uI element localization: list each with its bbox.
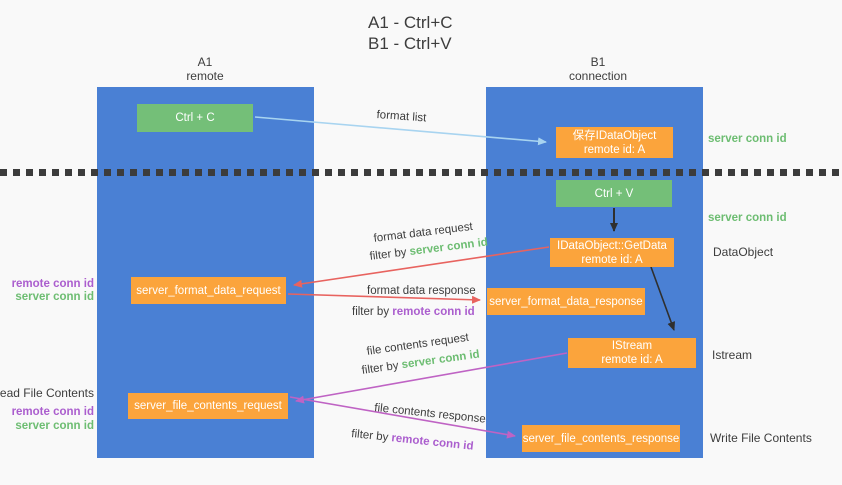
node-server-file-contents-response: server_file_contents_response bbox=[522, 425, 680, 452]
label-filter-format-response: filter by remote conn id bbox=[352, 306, 475, 318]
node-istream-line1: IStream bbox=[611, 340, 653, 352]
label-server-conn-id-left-top: server conn id bbox=[15, 291, 94, 303]
filter-prefix: filter by bbox=[352, 306, 393, 318]
dotted-separator bbox=[0, 169, 842, 176]
column-header-b1: B1 connection bbox=[518, 55, 678, 83]
column-header-a1: A1 remote bbox=[125, 55, 285, 83]
label-format-data-response: format data response bbox=[367, 285, 476, 297]
node-save-idataobject: 保存IDataObject remote id: A bbox=[556, 127, 673, 158]
arrow-file-contents-request bbox=[295, 352, 568, 404]
arrow-format-list bbox=[254, 116, 547, 146]
diagram-title: A1 - Ctrl+C B1 - Ctrl+V bbox=[368, 12, 453, 54]
label-server-conn-id-right-mid: server conn id bbox=[708, 212, 787, 224]
label-write-file-contents: Write File Contents bbox=[710, 431, 812, 445]
column-b1-role: connection bbox=[568, 69, 628, 83]
filter-key-remote-conn-id: remote conn id bbox=[392, 306, 475, 318]
arrow-file-contents-response bbox=[289, 396, 516, 439]
label-istream: Istream bbox=[712, 348, 753, 362]
node-getdata-line2: remote id: A bbox=[581, 253, 643, 266]
arrow-format-data-request bbox=[293, 246, 550, 288]
node-ctrl-v: Ctrl + V bbox=[556, 180, 672, 207]
arrow-format-data-response bbox=[287, 293, 481, 304]
node-istream: IStream remote id: A bbox=[568, 338, 696, 368]
node-istream-line2: remote id: A bbox=[601, 354, 663, 366]
column-b1-id: B1 bbox=[590, 55, 606, 69]
node-server-file-contents-request: server_file_contents_request bbox=[128, 393, 288, 419]
label-dataobject: DataObject bbox=[713, 245, 774, 259]
label-read-file-contents: Read File Contents bbox=[0, 386, 94, 400]
column-a1-role: remote bbox=[186, 69, 224, 83]
title-line-2: B1 - Ctrl+V bbox=[368, 34, 452, 53]
arrow-getdata-to-istream bbox=[650, 266, 676, 331]
label-remote-conn-id-left-bottom: remote conn id bbox=[11, 406, 94, 418]
node-server-format-data-request: server_format_data_request bbox=[131, 277, 286, 304]
label-remote-conn-id-left-top: remote conn id bbox=[11, 278, 94, 290]
node-save-idataobject-line1: 保存IDataObject bbox=[572, 129, 657, 142]
node-save-idataobject-line2: remote id: A bbox=[583, 143, 646, 156]
node-idataobject-getdata: IDataObject::GetData remote id: A bbox=[550, 238, 674, 267]
node-server-format-data-response: server_format_data_response bbox=[487, 288, 645, 315]
label-server-conn-id-right-top: server conn id bbox=[708, 133, 787, 145]
title-line-1: A1 - Ctrl+C bbox=[368, 13, 453, 32]
node-ctrl-c: Ctrl + C bbox=[137, 104, 253, 132]
label-server-conn-id-left-bottom: server conn id bbox=[15, 420, 94, 432]
node-getdata-line1: IDataObject::GetData bbox=[557, 239, 667, 252]
column-a1-id: A1 bbox=[197, 55, 213, 69]
